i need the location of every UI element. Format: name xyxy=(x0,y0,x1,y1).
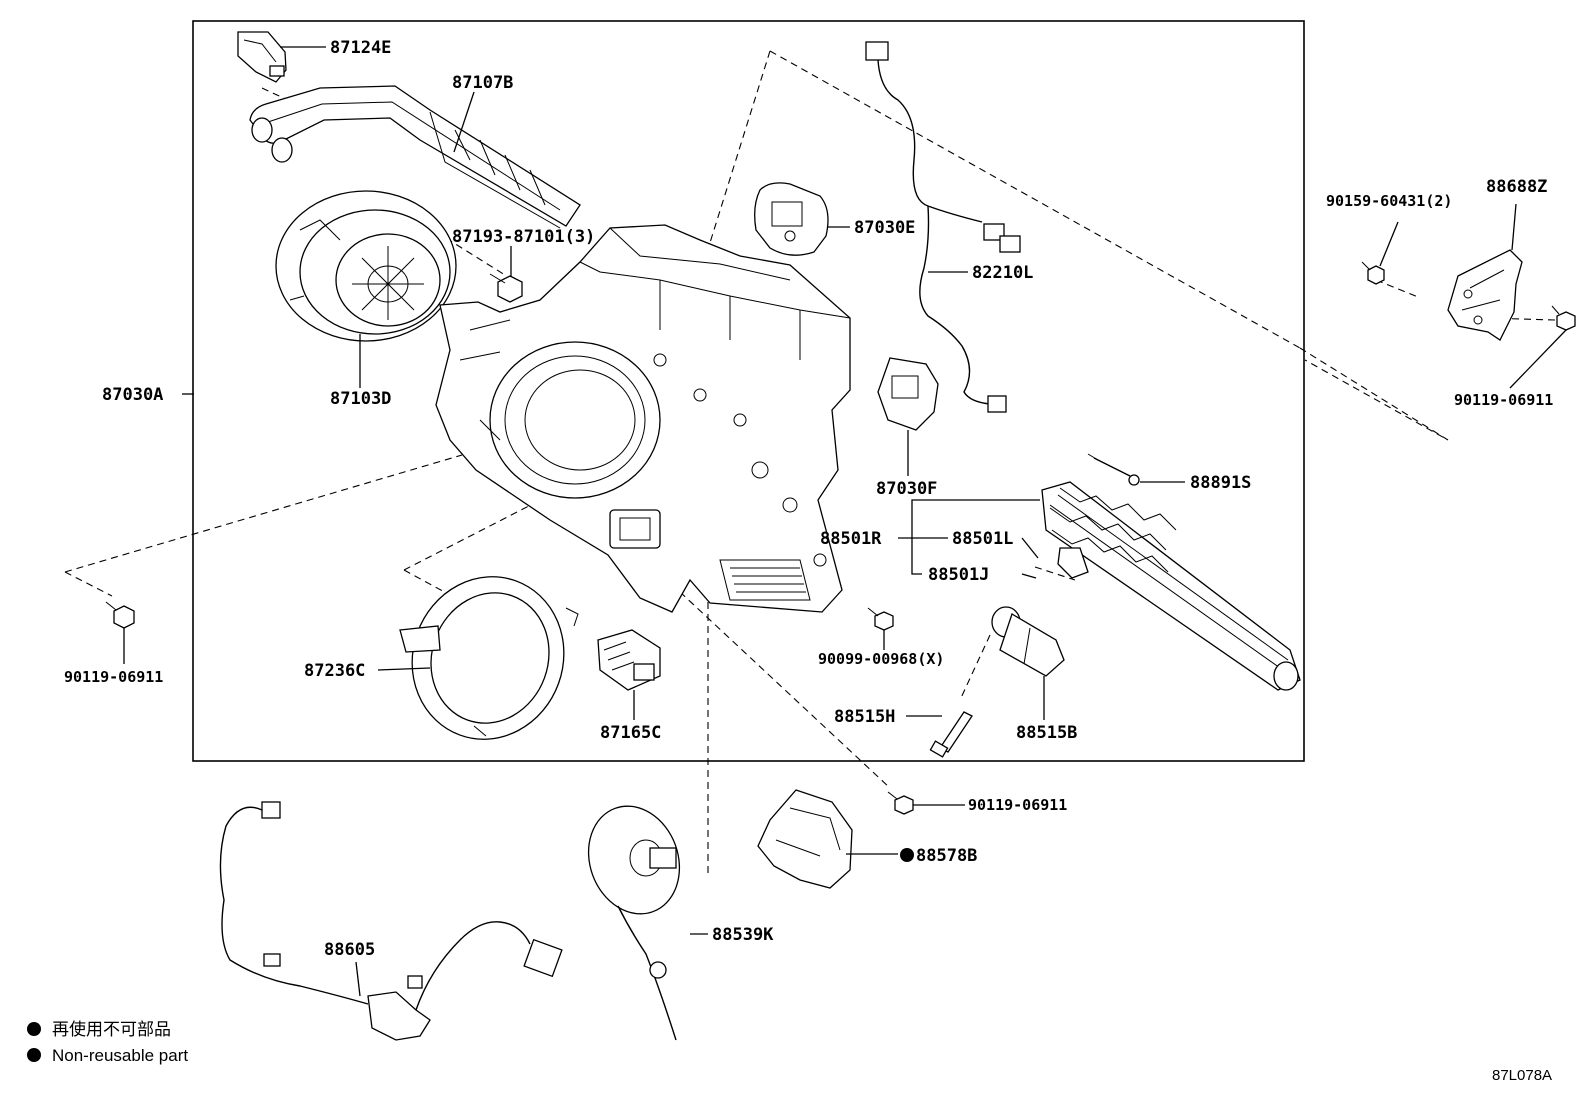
bracket-88688Z-part xyxy=(1447,249,1523,341)
ring-87236C-part xyxy=(399,576,579,740)
label-88501R: 88501R xyxy=(820,529,882,549)
label-88688Z: 88688Z xyxy=(1486,177,1547,197)
wire-harness-82210L-part xyxy=(865,41,1021,413)
valve-88515B-part xyxy=(991,606,1065,677)
legend-bullet-en xyxy=(27,1048,41,1062)
screw-90159-part xyxy=(1361,261,1385,285)
label-87030E: 87030E xyxy=(854,218,915,238)
label-87193: 87193-87101(3) xyxy=(452,227,595,247)
label-88891S: 88891S xyxy=(1190,473,1251,493)
sensor-87124E-part xyxy=(237,31,287,83)
duct-88578B-part xyxy=(757,789,853,889)
figure-code: 87L078A xyxy=(1492,1067,1552,1084)
label-88578B: 88578B xyxy=(916,846,977,866)
label-90119-right: 90119-06911 xyxy=(1454,391,1553,409)
leader-lines xyxy=(123,46,1567,997)
housing-87030A-part xyxy=(435,224,851,613)
label-87107B: 87107B xyxy=(452,73,513,93)
servo-87030E-part xyxy=(754,182,829,256)
label-90159: 90159-60431(2) xyxy=(1326,192,1452,210)
screw-90119-right-part xyxy=(1551,305,1576,331)
label-88501L: 88501L xyxy=(952,529,1013,549)
heater-core-87107B-part xyxy=(249,85,581,229)
screw-90099-part xyxy=(867,607,894,631)
label-87030A: 87030A xyxy=(102,385,163,405)
legend-bullet-jp xyxy=(27,1022,41,1036)
label-88515B: 88515B xyxy=(1016,723,1077,743)
label-87124E: 87124E xyxy=(330,38,391,58)
label-90099: 90099-00968(X) xyxy=(818,650,944,668)
label-82210L: 82210L xyxy=(972,263,1033,283)
label-87030F: 87030F xyxy=(876,479,937,499)
wire-harness-88605-part xyxy=(219,801,563,1041)
label-90119-bottom: 90119-06911 xyxy=(968,796,1067,814)
label-88539K: 88539K xyxy=(712,925,774,945)
label-90119-left: 90119-06911 xyxy=(64,668,163,686)
screw-87193-part xyxy=(489,273,523,303)
label-88605: 88605 xyxy=(324,940,375,960)
servo-87030F-part xyxy=(877,357,939,431)
evaporator-88501-part xyxy=(1041,481,1301,691)
resistor-87165C-part xyxy=(597,629,661,691)
blower-motor-87103D-part xyxy=(275,190,457,342)
legend-text-en: Non-reusable part xyxy=(52,1046,188,1065)
assembly-frame xyxy=(192,20,1305,762)
legend-text-jp: 再使用不可部品 xyxy=(52,1019,171,1039)
label-88501J: 88501J xyxy=(928,565,989,585)
screw-90119-bottom-part xyxy=(887,791,914,815)
screw-90119-left-part xyxy=(105,601,135,629)
sensor-88891S-part xyxy=(1087,453,1140,486)
bolt-88515H-part xyxy=(929,711,973,758)
sensor-88539K-part xyxy=(587,805,681,1041)
label-87165C: 87165C xyxy=(600,723,661,743)
non-reusable-marker-88578B xyxy=(900,848,914,862)
label-87236C: 87236C xyxy=(304,661,365,681)
legend: 再使用不可部品 Non-reusable part xyxy=(27,1019,188,1065)
label-88515H: 88515H xyxy=(834,707,895,727)
label-87103D: 87103D xyxy=(330,389,391,409)
